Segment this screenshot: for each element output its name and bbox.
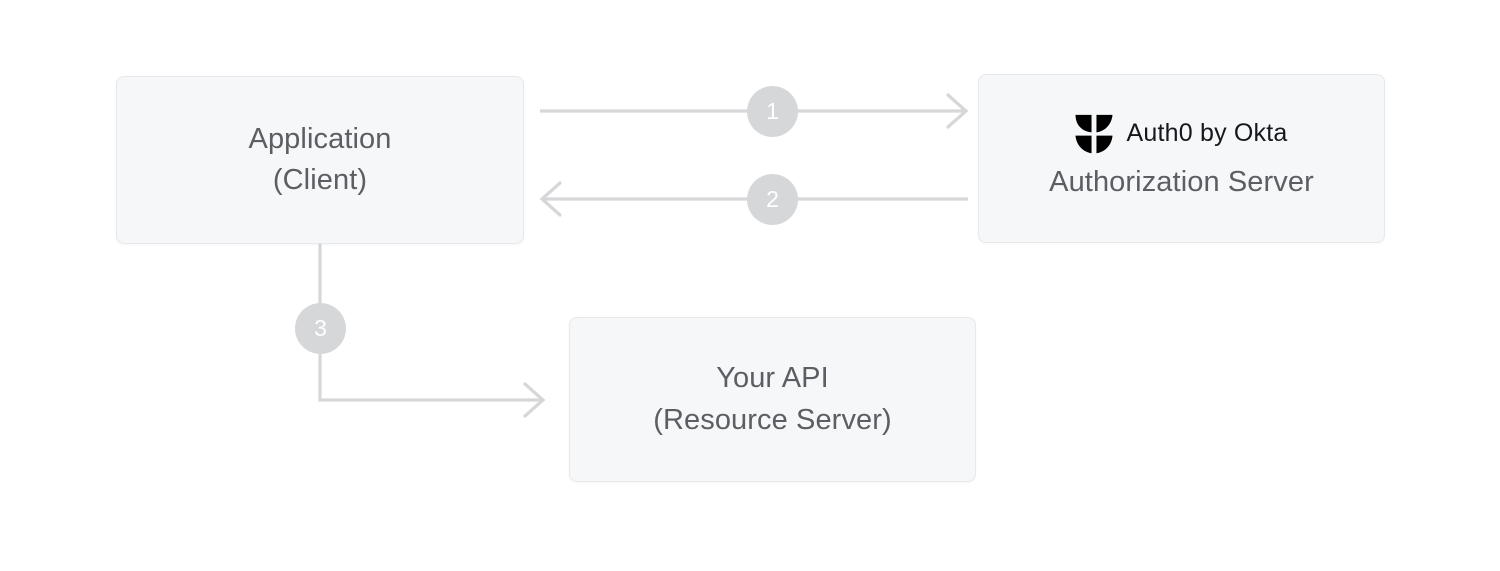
connector-3-arrowhead-icon <box>523 382 546 418</box>
step-badge-1[interactable]: 1 <box>747 86 798 137</box>
your-api-node[interactable]: Your API (Resource Server) <box>569 317 976 482</box>
your-api-node-subtitle: (Resource Server) <box>653 403 892 436</box>
auth0-brand-row: Auth0 by Okta <box>1075 114 1287 154</box>
step-badge-2[interactable]: 2 <box>747 174 798 225</box>
your-api-node-title: Your API <box>716 362 829 395</box>
connector-app-to-your-api <box>318 244 546 418</box>
authorization-server-node-subtitle: Authorization Server <box>1049 165 1314 198</box>
okta-shield-icon <box>1075 114 1114 154</box>
authorization-server-node[interactable]: Auth0 by Okta Authorization Server <box>978 74 1385 243</box>
application-node-title: Application <box>248 122 392 155</box>
step-badge-3[interactable]: 3 <box>295 303 346 354</box>
application-node-subtitle: (Client) <box>272 164 368 196</box>
application-node[interactable]: Application (Client) <box>116 76 524 244</box>
connector-2-arrowhead-icon <box>539 181 562 217</box>
connector-3-line <box>318 244 543 402</box>
auth0-brand-text: Auth0 by Okta <box>1126 119 1288 148</box>
connector-1-arrowhead-icon <box>946 93 969 129</box>
